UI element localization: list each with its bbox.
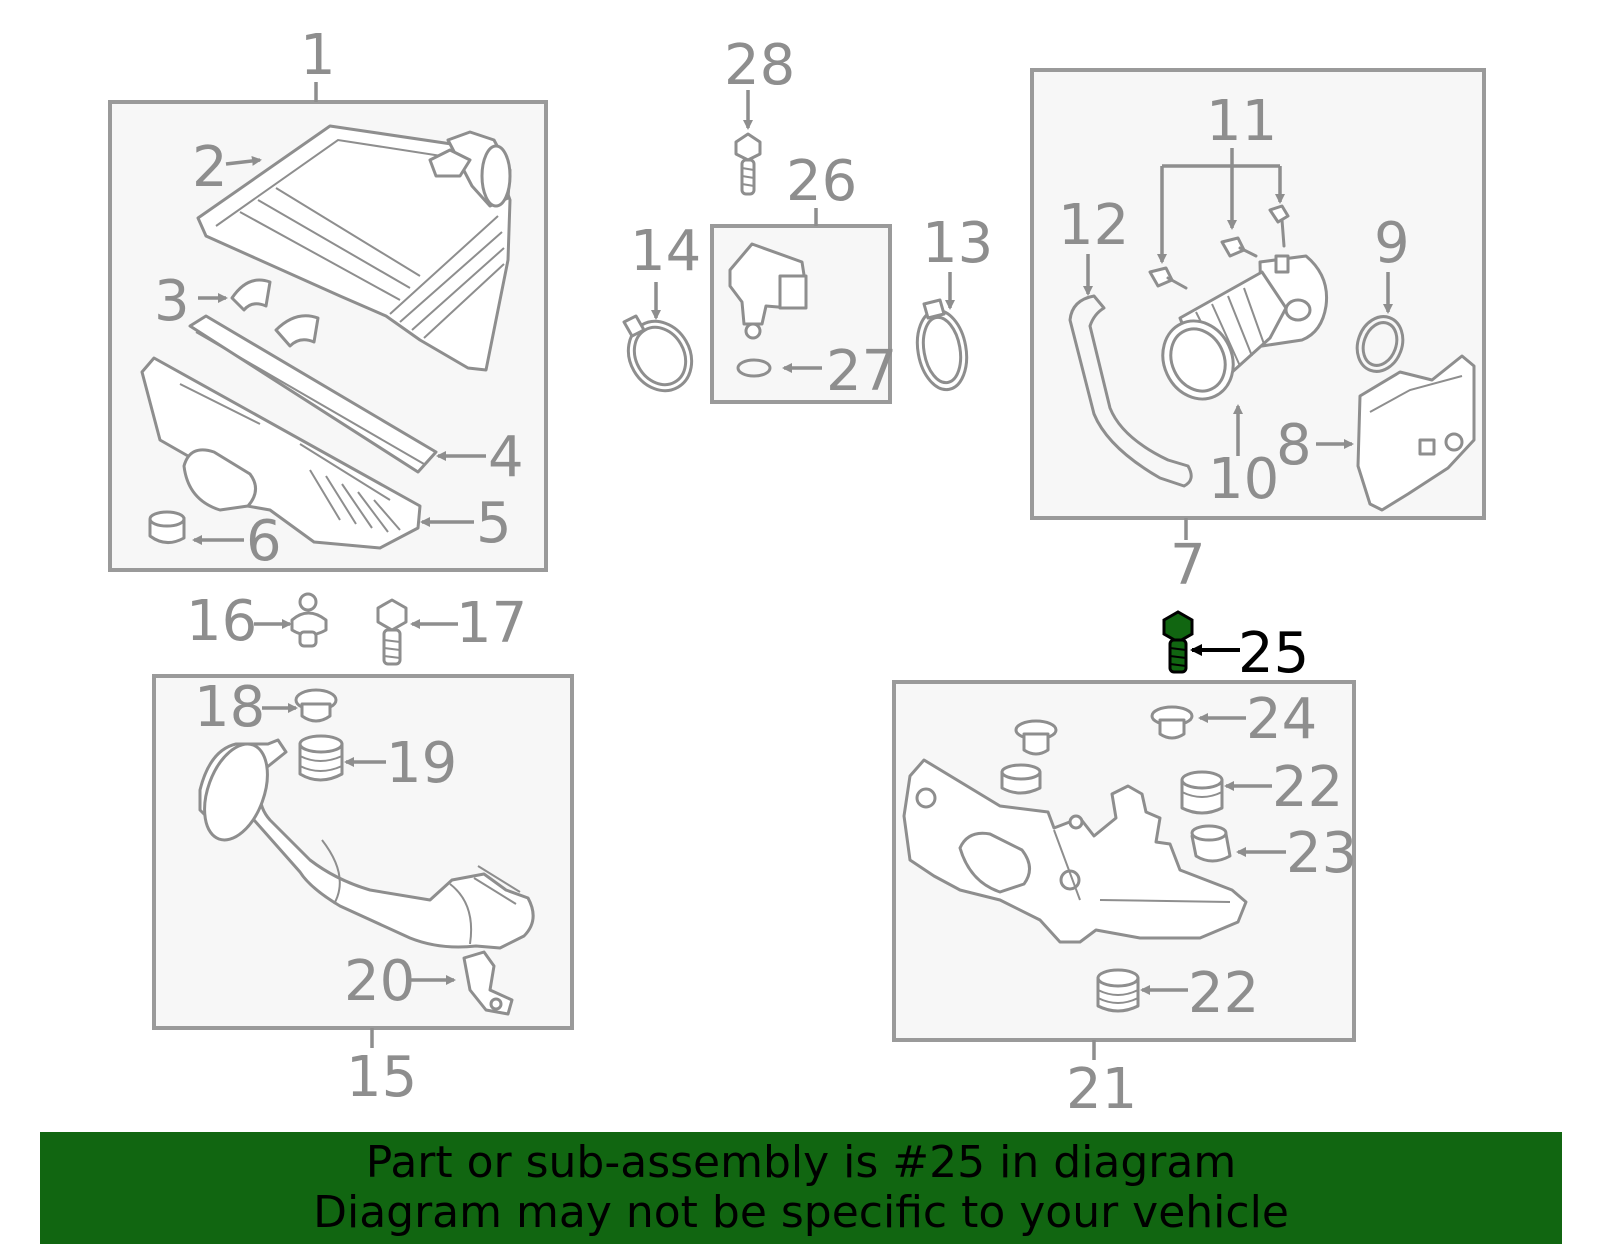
callout-7[interactable]: 7 xyxy=(1170,533,1206,598)
callout-24[interactable]: 24 xyxy=(1246,687,1317,752)
bolt-17-group: 17 xyxy=(376,591,527,666)
callout-20[interactable]: 20 xyxy=(344,949,415,1014)
insulator-22a-part[interactable] xyxy=(1180,770,1224,815)
bracket-20-part[interactable] xyxy=(462,950,514,1016)
hose-clamp-9-part[interactable] xyxy=(1350,310,1410,378)
callout-10[interactable]: 10 xyxy=(1208,447,1279,512)
cover-group: 21 24 22 23 xyxy=(892,680,1357,1122)
grommet-24-part[interactable] xyxy=(1150,705,1194,740)
callout-28[interactable]: 28 xyxy=(724,33,795,98)
insulator-19-part[interactable] xyxy=(298,734,344,782)
clamp-14-group: 14 xyxy=(616,219,704,402)
lower-housing-part[interactable] xyxy=(140,356,422,550)
sensor-group: 26 27 xyxy=(710,149,897,404)
engine-cover-part[interactable] xyxy=(902,758,1248,944)
grommet-part[interactable] xyxy=(148,510,186,544)
callout-23[interactable]: 23 xyxy=(1286,821,1357,886)
callout-4[interactable]: 4 xyxy=(488,425,524,490)
resonator-part[interactable] xyxy=(1356,354,1476,512)
grommet-18-part[interactable] xyxy=(294,688,338,723)
o-ring-part[interactable] xyxy=(736,358,772,378)
callout-8[interactable]: 8 xyxy=(1276,413,1312,478)
callout-1[interactable]: 1 xyxy=(300,23,336,88)
callout-26[interactable]: 26 xyxy=(786,149,857,214)
callout-9[interactable]: 9 xyxy=(1374,211,1410,276)
hose-clamp-13-part[interactable] xyxy=(911,298,972,394)
air-duct-part[interactable] xyxy=(1150,254,1329,411)
grommet-23-part[interactable] xyxy=(1190,824,1232,863)
notice-banner: Part or sub-assembly is #25 in diagram D… xyxy=(40,1132,1562,1244)
callout-15[interactable]: 15 xyxy=(346,1045,417,1110)
bolt-28-group: 28 xyxy=(724,33,795,196)
callout-21[interactable]: 21 xyxy=(1066,1057,1137,1122)
bolt-28-part[interactable] xyxy=(734,132,762,196)
screw-11-part[interactable] xyxy=(1148,204,1290,290)
callout-18[interactable]: 18 xyxy=(194,675,265,740)
callout-22b[interactable]: 22 xyxy=(1188,961,1259,1026)
bolt-25-part[interactable] xyxy=(1162,610,1194,674)
hose-clamp-14-part[interactable] xyxy=(616,310,704,402)
intake-duct-box xyxy=(152,674,574,1030)
grommet-left-part[interactable] xyxy=(1000,719,1058,795)
breather-hose-part[interactable] xyxy=(1068,294,1193,488)
callout-2[interactable]: 2 xyxy=(192,135,228,200)
callout-17[interactable]: 17 xyxy=(456,591,527,656)
callout-13[interactable]: 13 xyxy=(922,211,993,276)
callout-11[interactable]: 11 xyxy=(1206,89,1277,154)
air-cleaner-assembly-group: 1 2 3 4 xyxy=(108,23,548,574)
upper-housing-part[interactable] xyxy=(196,124,512,372)
banner-line-1: Part or sub-assembly is #25 in diagram xyxy=(365,1137,1237,1188)
map-sensor-part[interactable] xyxy=(728,242,808,340)
intake-pipe-part[interactable] xyxy=(193,735,535,950)
callout-16[interactable]: 16 xyxy=(186,589,257,654)
banner-line-2: Diagram may not be specific to your vehi… xyxy=(313,1187,1289,1238)
bolt-17-part[interactable] xyxy=(376,598,408,666)
intake-duct-group: 15 18 19 20 xyxy=(152,674,574,1110)
callout-6[interactable]: 6 xyxy=(246,509,282,574)
push-pin-16-part[interactable] xyxy=(290,592,328,648)
callout-22a[interactable]: 22 xyxy=(1272,755,1343,820)
clamp-13-group: 13 xyxy=(911,211,993,394)
duct-assembly-group: 7 11 12 xyxy=(1030,68,1486,598)
callout-25[interactable]: 25 xyxy=(1238,621,1309,686)
clamp-part[interactable] xyxy=(230,278,320,348)
insulator-22b-part[interactable] xyxy=(1096,968,1140,1013)
callout-14[interactable]: 14 xyxy=(630,219,701,284)
callout-12[interactable]: 12 xyxy=(1058,193,1129,258)
bolt-25-group: 25 xyxy=(1162,610,1309,686)
callout-3[interactable]: 3 xyxy=(154,269,190,334)
callout-19[interactable]: 19 xyxy=(386,731,457,796)
callout-5[interactable]: 5 xyxy=(476,491,512,556)
callout-27[interactable]: 27 xyxy=(826,339,897,404)
fastener-16-group: 16 xyxy=(186,589,328,654)
